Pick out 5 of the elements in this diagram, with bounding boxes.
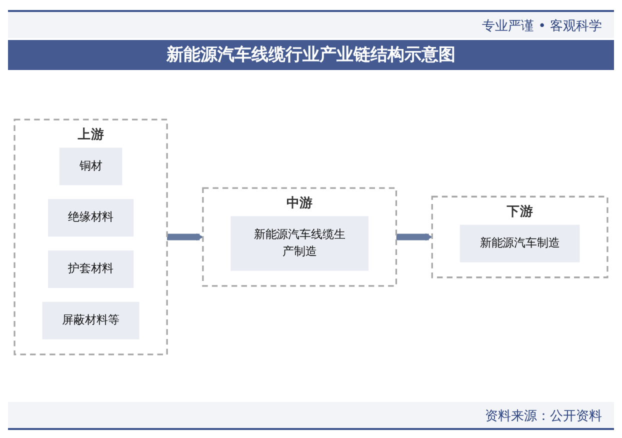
- slogan-text: 专业严谨 • 客观科学: [482, 18, 602, 35]
- source-note: 资料来源：公开资料: [485, 408, 602, 425]
- arrow: [166, 233, 204, 241]
- title: 新能源汽车线缆行业产业链结构示意图: [8, 40, 614, 70]
- arrow: [396, 233, 432, 241]
